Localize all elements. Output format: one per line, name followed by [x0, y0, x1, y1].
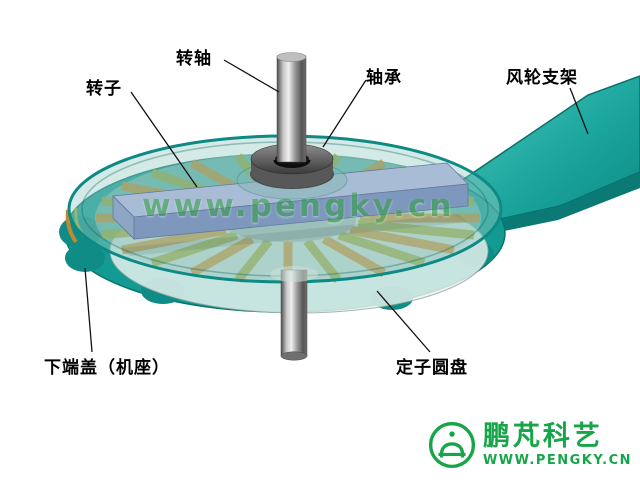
leader-rotor: [130, 91, 198, 188]
pengky-logo[interactable]: 鹏芃科艺 WWW.PENGKY.CN: [427, 420, 632, 470]
shaft-upper-graphic: [273, 52, 311, 168]
leader-end-cover: [84, 267, 93, 353]
logo-brand-text: 鹏芃科艺: [482, 421, 603, 452]
label-wheel-support: 风轮支架: [506, 68, 578, 88]
rotor-bar-graphic: [112, 162, 469, 256]
shaft-lower-graphic: [270, 266, 318, 361]
leader-support: [569, 87, 589, 135]
label-shaft: 转轴: [176, 49, 212, 69]
watermark-text: www.pengky.cn: [142, 188, 455, 224]
logo-text-block: 鹏芃科艺 WWW.PENGKY.CN: [483, 423, 632, 467]
leader-shaft: [223, 59, 280, 93]
label-rotor: 转子: [86, 79, 122, 99]
logo-site-text: WWW.PENGKY.CN: [482, 453, 632, 468]
pengky-logo-icon: [428, 421, 475, 469]
label-bearing: 轴承: [366, 68, 402, 88]
leader-bearing: [322, 79, 367, 148]
leader-lines: [84, 59, 589, 353]
label-stator-disk: 定子圆盘: [396, 358, 468, 378]
label-end-cover: 下端盖（机座）: [44, 358, 170, 378]
leader-stator: [376, 290, 431, 353]
